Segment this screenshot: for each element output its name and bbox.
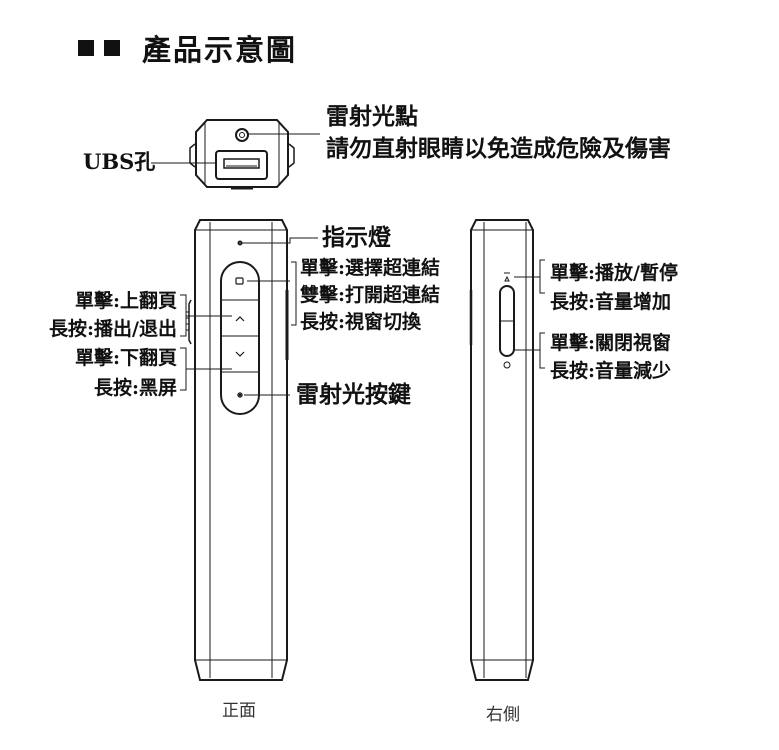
indicator-label: 指示燈	[322, 224, 391, 251]
side-up-long-label: 長按:音量增加	[550, 291, 672, 313]
center-button-long-label: 長按:視窗切換	[300, 311, 422, 333]
chevron-down-icon	[235, 351, 245, 357]
laser-aperture-icon	[235, 128, 249, 142]
down-single-label: 單擊:下翻頁	[74, 347, 177, 369]
page-title: 產品示意圖	[142, 33, 298, 67]
window-icon	[235, 277, 244, 285]
side-view-caption: 右側	[486, 705, 520, 725]
close-circle-icon	[503, 361, 511, 369]
chevron-up-icon	[235, 316, 245, 322]
laser-star-icon	[237, 392, 243, 398]
center-button-double-label: 雙擊:打開超連結	[300, 284, 441, 306]
indicator-light-icon	[237, 240, 243, 246]
top-view-drawing	[151, 119, 320, 190]
front-view-caption: 正面	[222, 701, 256, 721]
up-long-label: 長按:播出/退出	[49, 318, 177, 340]
square-icon	[78, 40, 94, 56]
center-button-single-label: 單擊:選擇超連結	[300, 257, 441, 279]
up-single-label: 單擊:上翻頁	[74, 290, 177, 312]
laser-button-label: 雷射光按鍵	[296, 381, 411, 408]
down-long-label: 長按:黑屏	[93, 377, 177, 399]
section-heading: 產品示意圖	[78, 28, 297, 68]
side-down-long-label: 長按:音量減少	[550, 360, 672, 382]
usb-port-icon	[215, 150, 268, 180]
side-view-drawing	[469, 219, 545, 681]
side-up-single-label: 單擊:播放/暫停	[550, 262, 678, 284]
front-view-drawing	[180, 219, 318, 681]
usb-port-label: UBS孔	[83, 149, 156, 174]
laser-warning-label: 請勿直射眼睛以免造成危險及傷害	[326, 135, 671, 162]
side-down-single-label: 單擊:關閉視窗	[550, 332, 672, 354]
button-panel	[220, 261, 260, 415]
square-icon	[104, 40, 120, 56]
laser-point-label: 雷射光點	[326, 103, 418, 130]
play-triangle-icon	[504, 275, 510, 282]
